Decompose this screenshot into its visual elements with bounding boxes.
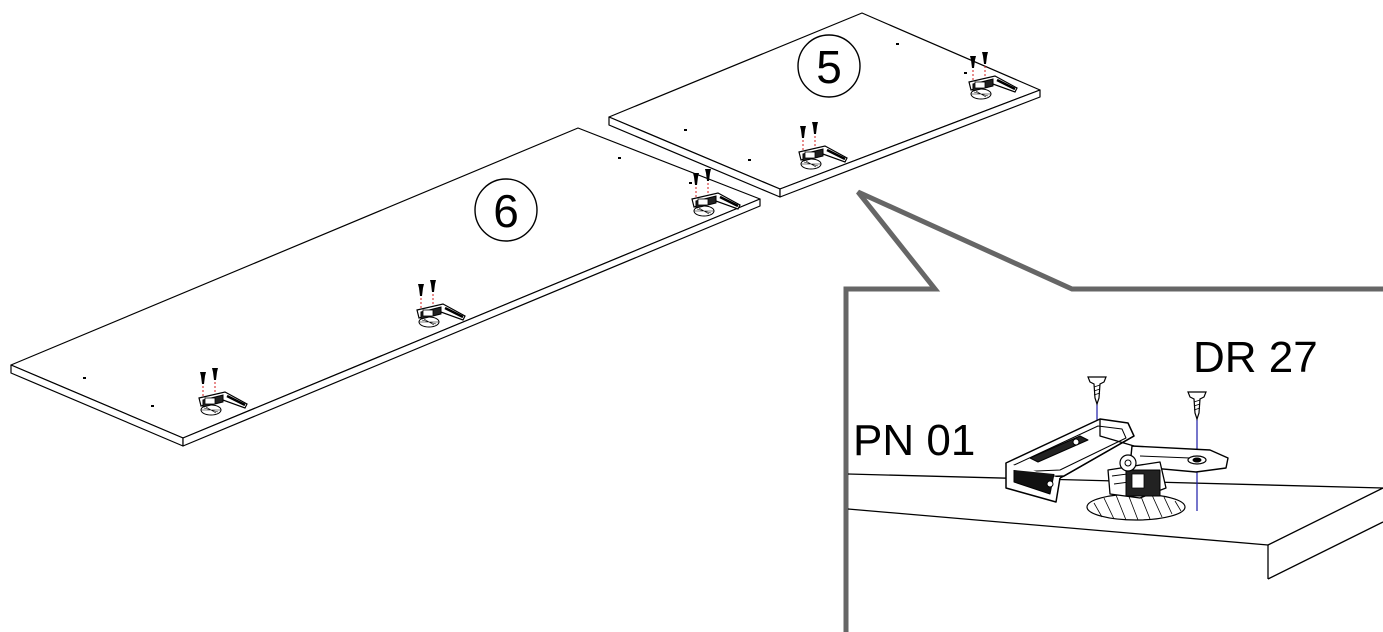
- panel-6-label: 6: [474, 178, 538, 242]
- callout-border: [843, 189, 1383, 632]
- screw-code-label: DR 27: [1193, 333, 1318, 382]
- screw-icon: [1187, 391, 1207, 421]
- panel-5: [608, 12, 1041, 198]
- detail-panel: [847, 473, 1383, 580]
- part-number-6: 6: [493, 185, 519, 237]
- part-number-5: 5: [816, 41, 842, 93]
- detail-callout: [843, 189, 1383, 632]
- hinge-icon: [1005, 418, 1229, 503]
- panel-6: [10, 127, 761, 447]
- panel-5-label: 5: [797, 34, 861, 98]
- hinge-code-label: PN 01: [853, 416, 975, 465]
- panel-5-holes: [684, 43, 967, 161]
- panel-6-holes: [83, 157, 692, 407]
- screw-icon: [1087, 376, 1107, 406]
